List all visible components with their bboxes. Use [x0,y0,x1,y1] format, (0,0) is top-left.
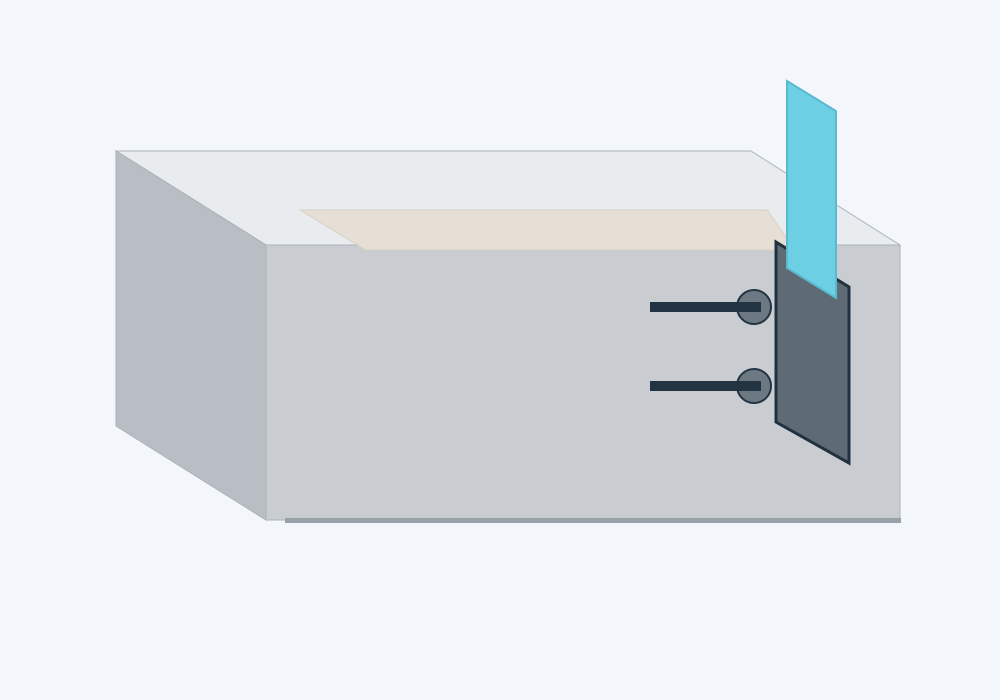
lower-lever-tip [737,381,761,391]
lower-lever-group[interactable] [650,368,772,404]
lower-lever[interactable] [650,381,758,391]
upper-lever-group[interactable] [650,289,772,325]
upper-lever[interactable] [650,302,758,312]
top-opening [298,209,796,251]
box-base-shadow [285,518,901,523]
inserted-card[interactable] [786,79,837,300]
upper-lever-tip [737,302,761,312]
